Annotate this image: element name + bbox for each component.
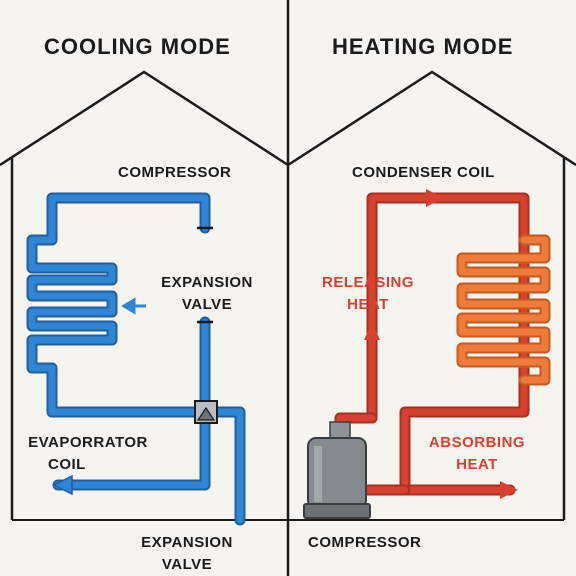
cooling-inflow-arrow — [121, 297, 146, 315]
cooling-mode-title: COOLING MODE — [44, 34, 231, 59]
cooling-compressor-label: COMPRESSOR — [118, 164, 232, 181]
bottom-expansion-valve-label: EXPANSION VALVE — [132, 532, 242, 576]
left-house-outline — [0, 70, 289, 167]
compressor-unit — [303, 421, 371, 519]
expansion-valve-body — [194, 400, 218, 424]
heating-outflow-arrow — [500, 481, 518, 499]
condenser-coil-label: CONDENSER COIL — [352, 164, 495, 181]
cooling-refrigerant-loop — [26, 192, 246, 526]
releasing-line1: RELEASING — [321, 274, 414, 291]
bottom-valve-line1: EXPANSION — [141, 534, 233, 551]
heating-compressor-label: COMPRESSOR — [308, 534, 422, 551]
expansion-valve-line1: EXPANSION — [161, 274, 253, 291]
cooling-outflow-arrow — [52, 474, 73, 496]
heating-top-arrow — [426, 189, 444, 207]
bottom-valve-line2: VALVE — [161, 556, 213, 573]
absorbing-line1: ABSORBING — [428, 434, 526, 451]
cooling-expansion-valve-label: EXPANSION VALVE — [155, 272, 259, 316]
expansion-valve-line2: VALVE — [181, 296, 233, 313]
absorbing-line2: HEAT — [456, 456, 498, 473]
heating-mode-title: HEATING MODE — [332, 34, 514, 59]
releasing-heat-label: RELEASING HEAT — [318, 272, 418, 316]
heating-riser-arrow — [364, 322, 380, 340]
right-house-outline — [287, 70, 576, 167]
evaporator-coil-label: EVAPORRATOR COIL — [18, 432, 158, 476]
absorbing-heat-label: ABSORBING HEAT — [422, 432, 532, 476]
evaporator-line2: COIL — [48, 456, 86, 473]
releasing-line2: HEAT — [347, 296, 389, 313]
evaporator-line1: EVAPORRATOR — [28, 434, 148, 451]
